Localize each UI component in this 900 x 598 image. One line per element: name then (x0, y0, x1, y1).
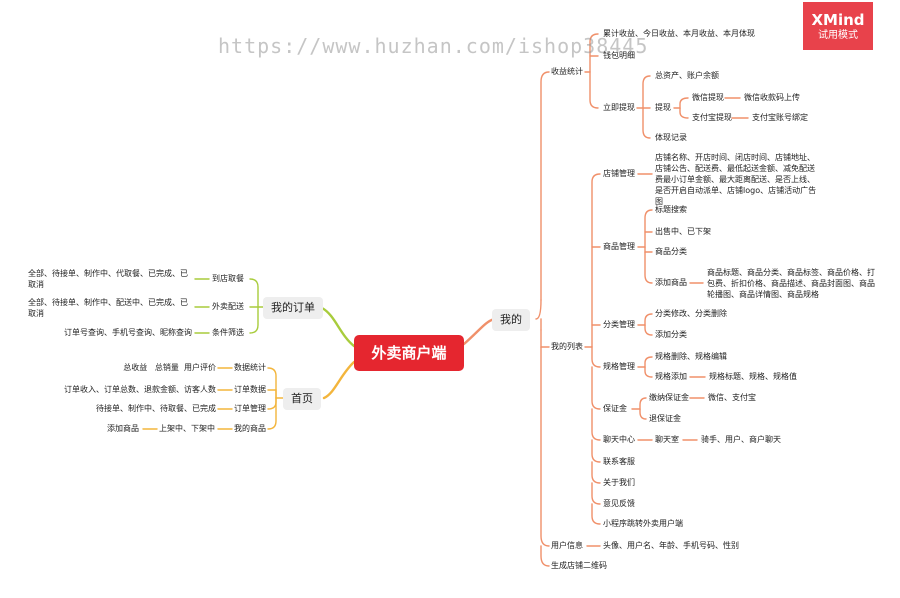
topic-contact-support[interactable]: 联系客服 (603, 457, 635, 466)
topic-total-assets[interactable]: 总资产、账户余额 (655, 71, 719, 80)
topic-wechat-qr-upload[interactable]: 微信收款码上传 (744, 93, 800, 102)
topic-category-edit[interactable]: 分类修改、分类删除 (655, 309, 727, 318)
topic-user-info[interactable]: 用户信息 (551, 541, 583, 550)
topic-income-stats[interactable]: 收益统计 (551, 67, 583, 76)
topic-pickup-status[interactable]: 全部、待接单、制作中、代取餐、已完成、已取消 (28, 269, 188, 289)
topic-add-goods[interactable]: 添加商品 (655, 278, 687, 287)
topic-filter[interactable]: 条件筛选 (212, 328, 244, 337)
topic-order-data-items[interactable]: 订单收入、订单总数、退款金额、访客人数 (64, 385, 216, 394)
topic-withdraw[interactable]: 提现 (655, 103, 671, 112)
topic-on-off-sale[interactable]: 出售中、已下架 (655, 227, 711, 236)
topic-deposit[interactable]: 保证金 (603, 404, 627, 413)
topic-order-data[interactable]: 订单数据 (234, 385, 266, 394)
topic-add-category[interactable]: 添加分类 (655, 330, 687, 339)
topic-order-mgmt[interactable]: 订单管理 (234, 404, 266, 413)
topic-withdraw-record[interactable]: 体现记录 (655, 133, 687, 142)
topic-category-mgmt[interactable]: 分类管理 (603, 320, 635, 329)
topic-store-pickup[interactable]: 到店取餐 (212, 274, 244, 283)
topic-alipay-withdraw[interactable]: 支付宝提现 (692, 113, 732, 122)
topic-store-mgmt[interactable]: 店铺管理 (603, 169, 635, 178)
topic-stats-items[interactable]: 总收益 总销量 用户评价 (123, 363, 216, 372)
topic-chat-center[interactable]: 聊天中心 (603, 435, 635, 444)
topic-refund-deposit[interactable]: 退保证金 (649, 414, 681, 423)
topic-pay-deposit[interactable]: 缴纳保证金 (649, 393, 689, 402)
topic-my-list[interactable]: 我的列表 (551, 342, 583, 351)
topic-about-us[interactable]: 关于我们 (603, 478, 635, 487)
topic-withdraw-now[interactable]: 立即提现 (603, 103, 635, 112)
topic-wallet-detail[interactable]: 钱包明细 (603, 51, 635, 60)
watermark-text: https://www.huzhan.com/ishop38445 (218, 34, 649, 58)
topic-miniapp-jump[interactable]: 小程序跳转外卖用户端 (603, 519, 683, 528)
topic-income-summary[interactable]: 累计收益、今日收益、本月收益、本月体现 (603, 29, 755, 38)
topic-delivery[interactable]: 外卖配送 (212, 302, 244, 311)
topic-filter-options[interactable]: 订单号查询、手机号查询、昵称查询 (64, 328, 192, 337)
brand-name: XMind (811, 11, 865, 29)
xmind-trial-badge: XMind 试用模式 (803, 2, 873, 50)
topic-goods-fields[interactable]: 商品标题、商品分类、商品标签、商品价格、打包费、折扣价格、商品描述、商品封面图、… (707, 268, 875, 299)
topic-spec-add[interactable]: 规格添加 (655, 372, 687, 381)
topic-wechat-withdraw[interactable]: 微信提现 (692, 93, 724, 102)
topic-my-goods[interactable]: 我的商品 (234, 424, 266, 433)
brand-mode: 试用模式 (818, 30, 858, 41)
topic-deposit-methods[interactable]: 微信、支付宝 (708, 393, 756, 402)
topic-goods-mgmt[interactable]: 商品管理 (603, 242, 635, 251)
topic-goods-status[interactable]: 上架中、下架中 (159, 424, 215, 433)
topic-data-stats[interactable]: 数据统计 (234, 363, 266, 372)
topic-chat-room[interactable]: 聊天室 (655, 435, 679, 444)
topic-feedback[interactable]: 意见反馈 (603, 499, 635, 508)
topic-title-search[interactable]: 标题搜索 (655, 205, 687, 214)
root-topic[interactable]: 外卖商户端 (354, 335, 464, 371)
topic-delivery-status[interactable]: 全部、待接单、制作中、配送中、已完成、已取消 (28, 298, 188, 318)
topic-chat-parties[interactable]: 骑手、用户、商户聊天 (701, 435, 781, 444)
topic-store-qrcode[interactable]: 生成店铺二维码 (551, 561, 607, 570)
topic-spec-delete[interactable]: 规格删除、规格编辑 (655, 352, 727, 361)
topic-my-orders[interactable]: 我的订单 (263, 297, 323, 319)
topic-spec-fields[interactable]: 规格标题、规格、规格值 (709, 372, 797, 381)
topic-user-fields[interactable]: 头像、用户名、年龄、手机号码、性别 (603, 541, 739, 550)
topic-alipay-bind[interactable]: 支付宝账号绑定 (752, 113, 808, 122)
topic-home[interactable]: 首页 (283, 388, 321, 410)
topic-order-mgmt-items[interactable]: 待接单、制作中、待取餐、已完成 (96, 404, 216, 413)
topic-mine[interactable]: 我的 (492, 309, 530, 331)
topic-home-add-goods[interactable]: 添加商品 (107, 424, 139, 433)
topic-store-fields[interactable]: 店铺名称、开店时间、闭店时间、店铺地址、店铺公告、配送费、最低起送金额、减免配送… (655, 153, 817, 206)
topic-goods-category[interactable]: 商品分类 (655, 247, 687, 256)
topic-spec-mgmt[interactable]: 规格管理 (603, 362, 635, 371)
